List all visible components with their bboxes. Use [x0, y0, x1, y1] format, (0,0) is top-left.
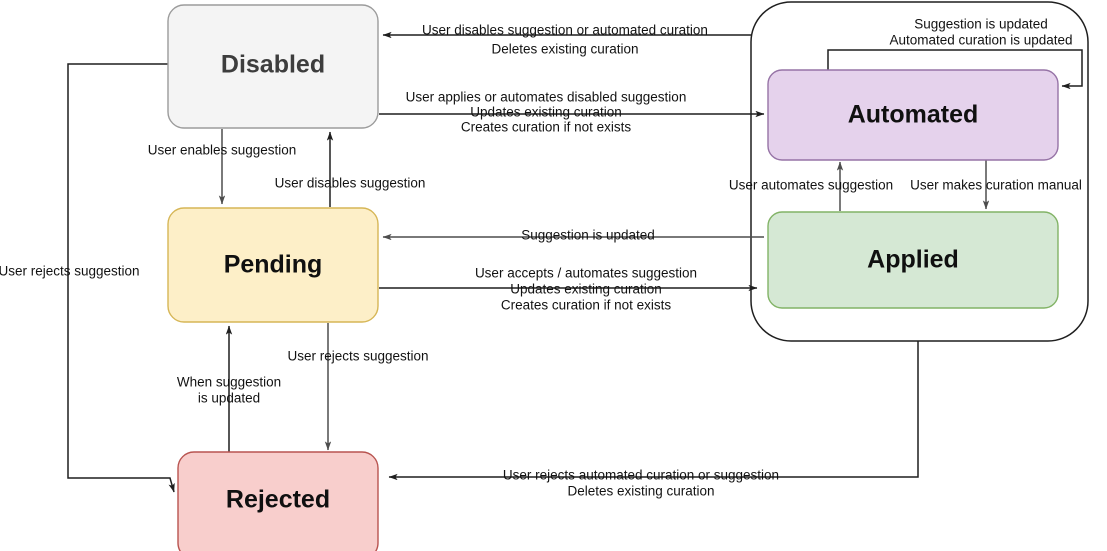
edge-applied-to-pending: Suggestion is updated — [382, 228, 764, 243]
edge-pending-to-disabled: User disables suggestion — [275, 131, 426, 207]
edge-group-to-rejected-path — [388, 341, 919, 481]
edge-group-to-rejected: User rejects automated curation or sugge… — [388, 341, 919, 499]
state-node-disabled[interactable]: Disabled — [167, 4, 379, 129]
edge-pending-to-rejected-label: User rejects suggestion — [287, 349, 428, 364]
state-node-pending[interactable]: Pending — [167, 207, 379, 323]
edge-automated-self-loop-path — [827, 49, 1083, 90]
edge-pending-to-applied-label-line3: Creates curation if not exists — [501, 298, 672, 313]
edge-pending-to-applied-label-line2: Updates existing curation — [510, 282, 662, 297]
edge-group-to-rejected-label-line2: Deletes existing curation — [567, 484, 714, 499]
edge-group-to-disabled-label-line1: User disables suggestion or automated cu… — [422, 23, 708, 38]
edge-automated-self-loop: Suggestion is updated Automated curation… — [827, 17, 1083, 90]
edge-disabled-to-automated-label-line3: Creates curation if not exists — [461, 120, 632, 135]
curated-group-container — [750, 1, 1089, 342]
state-box-rejected[interactable] — [177, 451, 379, 551]
state-box-automated[interactable] — [767, 69, 1059, 161]
edge-pending-to-rejected: User rejects suggestion — [287, 323, 429, 451]
state-label-automated: Automated — [848, 101, 979, 129]
state-node-rejected[interactable]: Rejected — [177, 451, 379, 551]
edge-rejected-to-pending-label-line2: is updated — [198, 391, 260, 406]
edge-disabled-to-rejected-label: User rejects suggestion — [0, 264, 140, 279]
edge-rejected-to-pending: When suggestion is updated — [177, 325, 281, 470]
state-box-disabled[interactable] — [167, 4, 379, 129]
edge-automated-self-loop-label-line1: Suggestion is updated — [914, 17, 1048, 32]
edge-applied-to-automated: User automates suggestion — [729, 161, 893, 211]
edge-disabled-to-rejected-path — [67, 63, 175, 493]
edge-disabled-to-rejected: User rejects suggestion — [0, 63, 175, 493]
state-label-rejected: Rejected — [226, 486, 330, 514]
edge-disabled-to-automated-label-line2: Updates existing curation — [470, 105, 622, 120]
edge-applied-to-automated-label: User automates suggestion — [729, 178, 893, 193]
edge-applied-to-pending-label: Suggestion is updated — [521, 228, 655, 243]
edge-automated-to-applied-label: User makes curation manual — [910, 178, 1082, 193]
state-box-pending[interactable] — [167, 207, 379, 323]
edge-pending-to-disabled-label: User disables suggestion — [275, 176, 426, 191]
state-node-automated[interactable]: Automated — [767, 69, 1059, 161]
edge-rejected-to-pending-label-line1: When suggestion — [177, 375, 281, 390]
edge-automated-to-applied: User makes curation manual — [910, 160, 1082, 210]
edge-group-to-disabled: User disables suggestion or automated cu… — [382, 23, 751, 57]
edge-group-to-rejected-label-line1: User rejects automated curation or sugge… — [503, 468, 779, 483]
edge-group-to-disabled-label-line2: Deletes existing curation — [491, 42, 638, 57]
state-box-applied[interactable] — [767, 211, 1059, 309]
edge-disabled-to-automated-label-line1: User applies or automates disabled sugge… — [406, 90, 687, 105]
state-label-disabled: Disabled — [221, 51, 325, 79]
edge-pending-to-applied: User accepts / automates suggestion Upda… — [379, 266, 758, 313]
edge-disabled-to-automated: User applies or automates disabled sugge… — [379, 90, 765, 135]
edge-disabled-to-pending-label: User enables suggestion — [148, 143, 297, 158]
edge-automated-self-loop-label-line2: Automated curation is updated — [889, 33, 1072, 48]
state-label-applied: Applied — [867, 246, 959, 274]
edge-pending-to-applied-label-line1: User accepts / automates suggestion — [475, 266, 697, 281]
state-label-pending: Pending — [224, 251, 323, 279]
edge-disabled-to-pending: User enables suggestion — [148, 129, 297, 205]
state-node-applied[interactable]: Applied — [767, 211, 1059, 309]
